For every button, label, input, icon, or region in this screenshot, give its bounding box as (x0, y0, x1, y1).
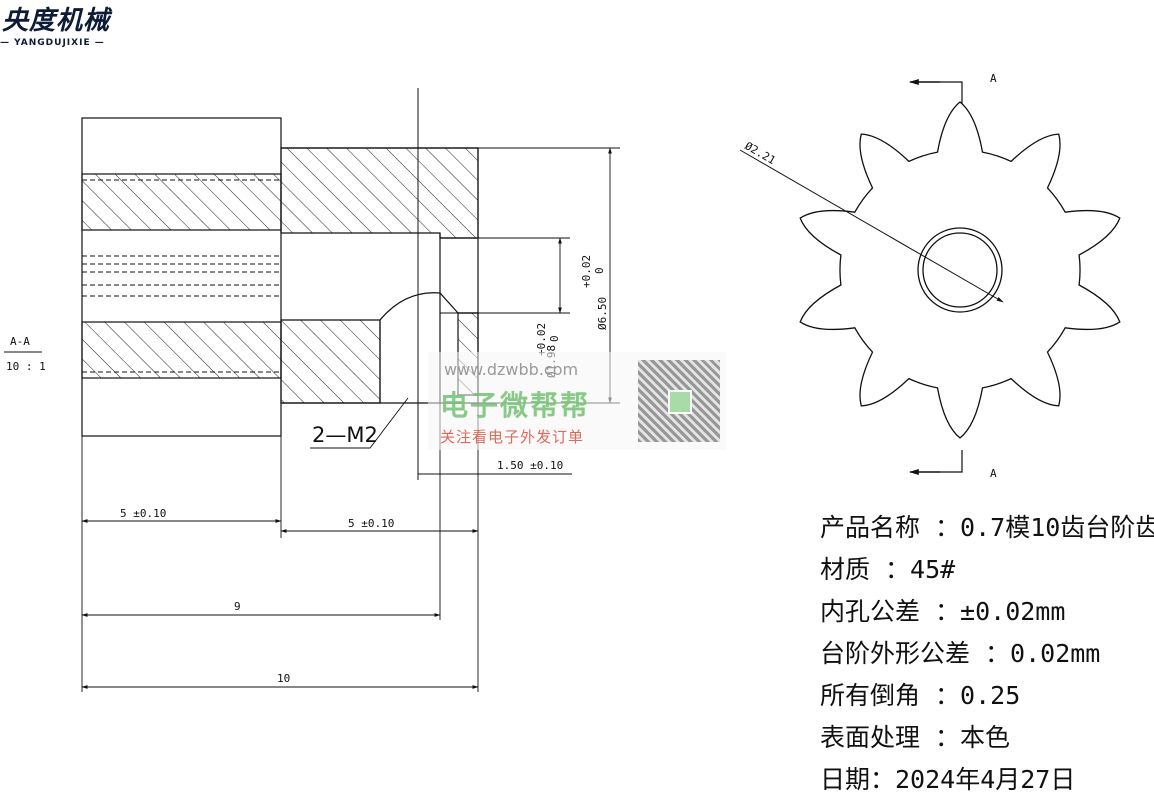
dim-gear-outer-diameter: Ø2.21 (743, 139, 778, 167)
watermark-url: www.dzwbb.com (444, 360, 579, 379)
dim-hub-length: 5 ±0.10 (348, 517, 394, 530)
hub-hatch-upper (280, 147, 479, 239)
info-step-tolerance: 台阶外形公差 ：0.02mm (820, 639, 1101, 668)
tooth-hidden-lines (82, 173, 281, 379)
section-mark-top: A (990, 72, 997, 85)
section-view-label: A-A (10, 335, 30, 348)
section-mark-bottom: A (990, 467, 997, 480)
dim-step-tol-lower: 0 (593, 267, 606, 274)
watermark: www.dzwbb.com 电子微帮帮 关注看电子外发订单 (428, 352, 726, 450)
dim-bore-tol-lower: 0 (548, 335, 561, 342)
info-bore-tolerance: 内孔公差 ：±0.02mm (820, 597, 1066, 626)
gear-body-outline (81, 117, 282, 437)
company-logo: 央度机械 — YANGDUJIXIE — (0, 0, 135, 52)
gear-front-view (739, 79, 1121, 475)
dim-length-9: 9 (234, 600, 241, 613)
gear-hatch-upper (81, 173, 282, 231)
info-material: 材质 ：45# (820, 555, 956, 584)
qr-code-icon (638, 360, 720, 442)
info-date: 日期：2024年4月27日 (820, 765, 1076, 794)
logo-english-name: — YANGDUJIXIE — (0, 38, 105, 48)
section-view (81, 88, 479, 480)
section-view-scale: 10 : 1 (6, 360, 46, 373)
label-set-screw: 2—M2 (312, 423, 378, 447)
dim-total-length: 10 (277, 672, 290, 685)
info-product-name: 产品名称 ：0.7模10齿台阶齿 (820, 513, 1154, 542)
dim-step-diameter: Ø6.50 (596, 297, 609, 330)
watermark-brand: 电子微帮帮 (440, 389, 591, 422)
section-dimensions (81, 147, 620, 692)
gear-outline (799, 101, 1121, 439)
bore-inner-circle (922, 232, 998, 308)
dim-step-tol-upper: +0.02 (580, 255, 593, 288)
info-chamfer: 所有倒角 ：0.25 (820, 681, 1021, 710)
dim-step-length: 1.50 ±0.10 (497, 459, 563, 472)
gear-hatch-lower (81, 321, 282, 379)
hub-hatch-lower-left (280, 319, 381, 404)
logo-chinese-name: 央度机械 (2, 6, 111, 36)
dim-gear-length: 5 ±0.10 (120, 507, 166, 520)
set-screw-leader (310, 397, 409, 449)
dim-bore-tol-upper: +0.02 (535, 323, 548, 356)
bore-outer-circle (917, 227, 1003, 313)
watermark-subtitle: 关注看电子外发订单 (440, 428, 585, 446)
tapped-hole-profile (379, 292, 459, 321)
info-surface-treatment: 表面处理 ：本色 (820, 723, 1011, 752)
